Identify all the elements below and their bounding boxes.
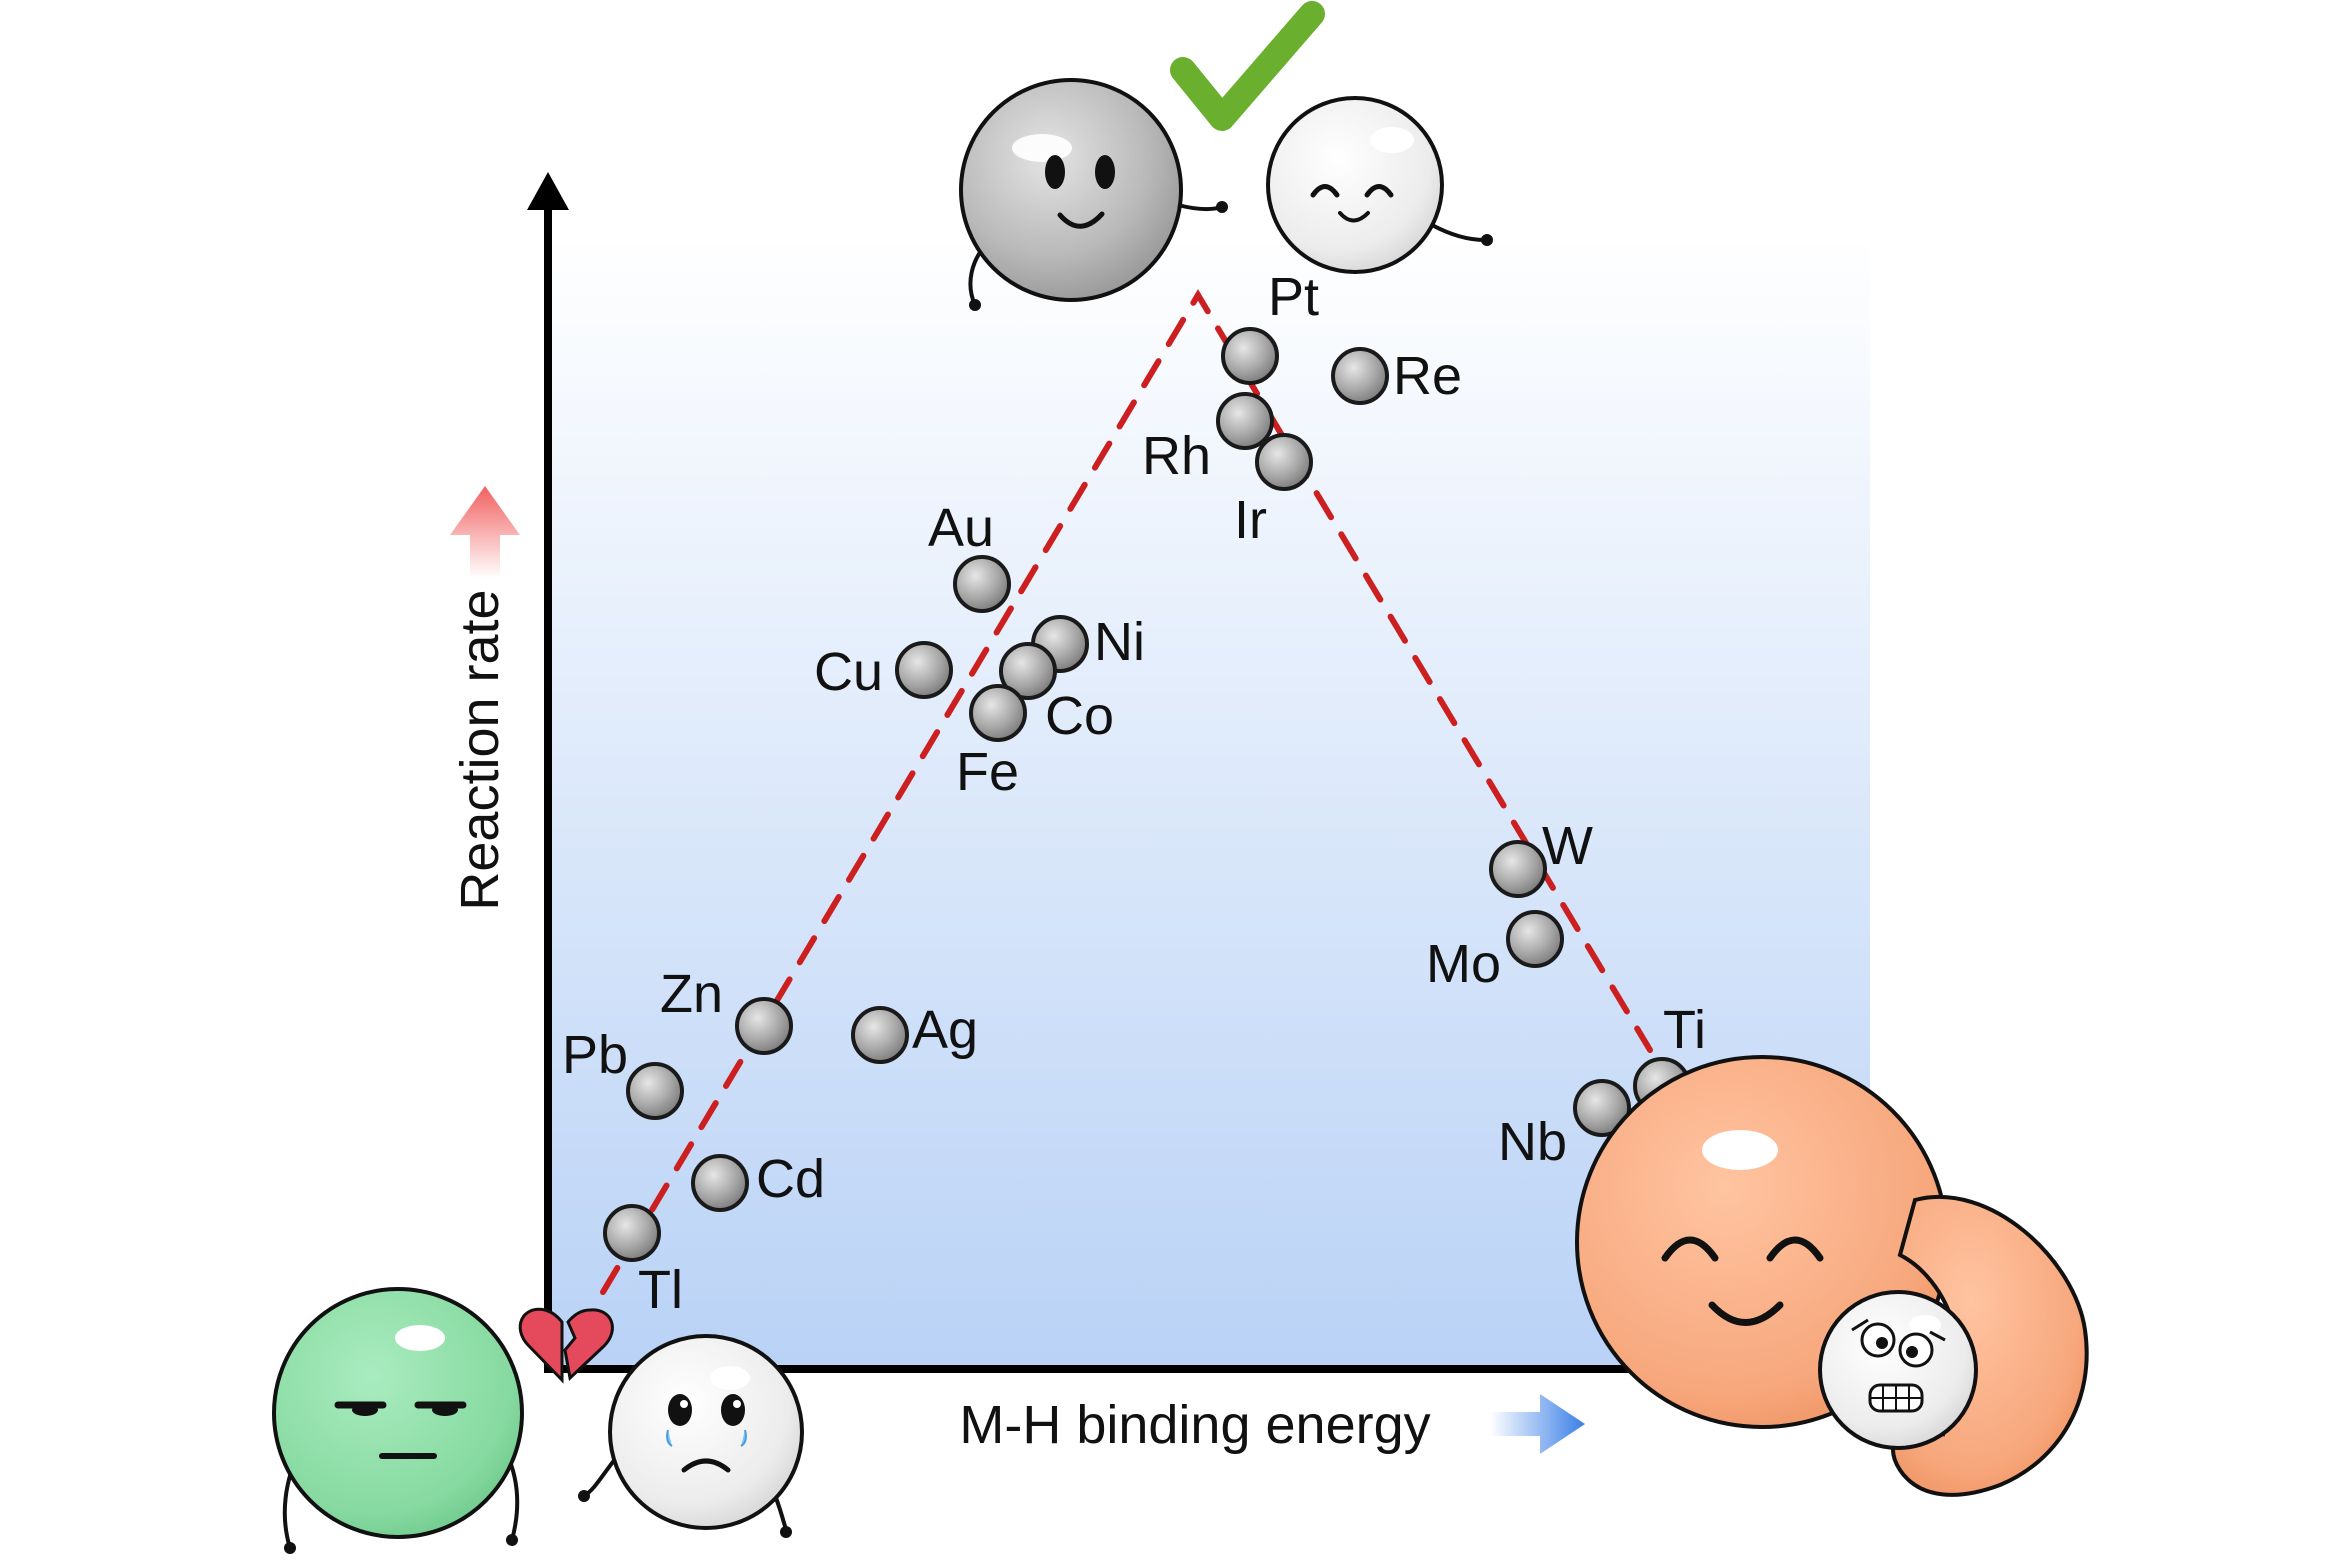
point-label-w: W xyxy=(1542,816,1593,876)
point-mo: Mo xyxy=(1426,910,1564,994)
point-co: Co xyxy=(999,642,1114,746)
point-rh: Rh xyxy=(1142,392,1274,486)
point-nb: Nb xyxy=(1498,1079,1631,1172)
point-label-pt: Pt xyxy=(1268,267,1319,327)
data-points: Pt Re Rh Ir Au Ni Cu Co Fe W Mo Zn Ag Pb… xyxy=(562,267,1767,1320)
check-icon xyxy=(1170,1,1325,131)
x-axis-title: M-H binding energy xyxy=(959,1395,1430,1455)
point-ag: Ag xyxy=(851,1000,978,1064)
y-axis-title: Reaction rate xyxy=(450,589,510,910)
point-pb: Pb xyxy=(562,1025,684,1120)
point-zn: Zn xyxy=(660,964,793,1055)
point-label-ag: Ag xyxy=(912,1000,978,1060)
point-label-rh: Rh xyxy=(1142,426,1211,486)
point-w: W xyxy=(1489,816,1593,898)
white-ball-character xyxy=(1216,96,1493,274)
point-fe: Fe xyxy=(956,684,1027,802)
point-label-ti: Ti xyxy=(1663,1000,1706,1060)
orange-ball-character xyxy=(1575,1055,2089,1497)
point-tl: Tl xyxy=(603,1204,683,1320)
point-label-au: Au xyxy=(928,498,994,558)
sad-white-ball-character xyxy=(578,1334,804,1538)
point-label-re: Re xyxy=(1393,346,1462,406)
right-arrow-icon xyxy=(1490,1394,1585,1454)
point-label-cd: Cd xyxy=(756,1149,825,1209)
broken-heart-icon xyxy=(518,1307,614,1384)
squeezed-white-ball-character xyxy=(1818,1290,1978,1450)
point-label-tl: Tl xyxy=(638,1260,683,1320)
grey-ball-character xyxy=(959,78,1223,311)
point-label-zn: Zn xyxy=(660,964,723,1024)
point-ir: Ir xyxy=(1234,433,1313,550)
point-cd: Cd xyxy=(691,1149,825,1212)
point-pt: Pt xyxy=(1221,267,1319,385)
point-label-ni: Ni xyxy=(1094,612,1145,672)
point-label-pb: Pb xyxy=(562,1025,628,1085)
point-label-ir: Ir xyxy=(1234,490,1267,550)
volcano-trend-line xyxy=(600,289,1653,1295)
point-label-co: Co xyxy=(1045,686,1114,746)
y-axis-arrowhead xyxy=(527,172,569,210)
point-label-mo: Mo xyxy=(1426,934,1501,994)
point-cu: Cu xyxy=(814,641,953,702)
point-label-nb: Nb xyxy=(1498,1112,1567,1172)
point-au: Au xyxy=(928,498,1011,613)
up-arrow-icon xyxy=(450,486,520,578)
green-ball-character xyxy=(272,1287,524,1554)
point-label-fe: Fe xyxy=(956,742,1019,802)
point-re: Re xyxy=(1331,346,1462,406)
point-label-cu: Cu xyxy=(814,642,883,702)
